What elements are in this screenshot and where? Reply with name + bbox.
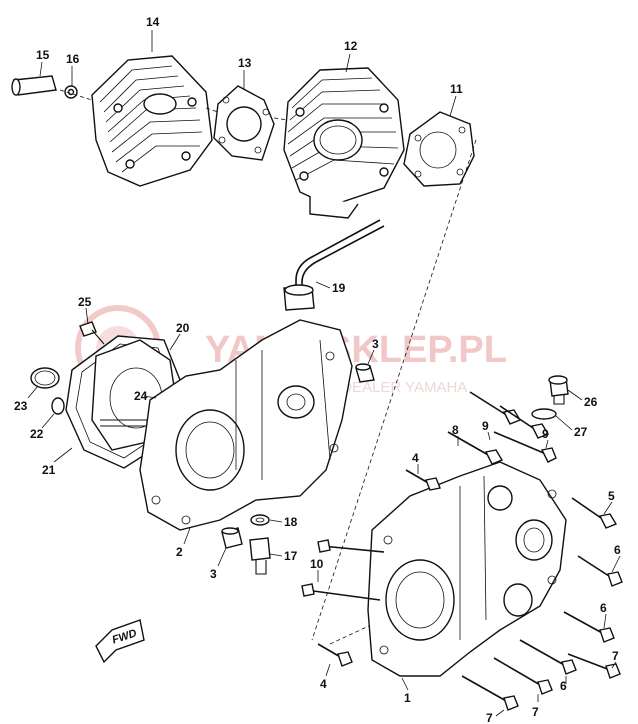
part-6-bolt-b [563, 611, 615, 643]
part-16-washer [64, 85, 78, 99]
callout-3-lower: 3 [210, 567, 217, 581]
part-22-washer [51, 397, 65, 415]
part-12-cylinder [283, 67, 405, 219]
part-26-filler-plug [548, 375, 569, 405]
part-10-stud-a [317, 539, 385, 553]
callout-19: 19 [332, 281, 346, 295]
part-7-bolt-c [461, 675, 519, 711]
callout-15: 15 [36, 48, 50, 62]
callout-21: 21 [42, 463, 56, 477]
part-14-cylinder-head [91, 55, 213, 187]
part-6-bolt-a [577, 555, 623, 587]
part-5-bolt [571, 497, 618, 529]
callout-20: 20 [176, 321, 190, 335]
crankcase-bolts [301, 391, 623, 711]
callout-18: 18 [284, 515, 298, 529]
part-19-breather-pipe [283, 219, 385, 311]
forward-direction-arrow: FWD [95, 619, 145, 664]
part-27-washer [531, 408, 557, 420]
callout-27: 27 [574, 425, 588, 439]
callout-9-a: 9 [482, 419, 489, 433]
callout-11: 11 [450, 82, 463, 96]
part-23-o-ring [30, 367, 60, 389]
callout-6-a: 6 [614, 543, 621, 557]
callout-16: 16 [66, 52, 80, 66]
part-18-washer [250, 514, 270, 526]
callout-23: 23 [14, 399, 28, 413]
callout-4-upper: 4 [412, 451, 419, 465]
part-9-bolt-b [499, 405, 550, 439]
part-10-stud-b [301, 583, 381, 601]
part-1-right-crankcase [367, 461, 567, 677]
callout-10: 10 [310, 557, 324, 571]
part-8-bolt [447, 431, 504, 465]
part-11-base-gasket [403, 111, 475, 187]
callout-leaders [27, 30, 621, 717]
part-3-dowel-collar-upper [355, 363, 375, 383]
callout-1: 1 [404, 691, 411, 705]
callout-9-b: 9 [542, 427, 549, 441]
callout-6-c: 6 [560, 679, 567, 693]
callout-17: 17 [284, 549, 298, 563]
assembly-center-lines [59, 89, 521, 645]
callout-3-upper: 3 [372, 337, 379, 351]
part-9-bolt-a [469, 391, 522, 425]
callout-8: 8 [452, 423, 459, 437]
callout-12: 12 [344, 39, 358, 53]
callout-26: 26 [584, 395, 598, 409]
callout-2: 2 [176, 545, 183, 559]
callout-numbers: 14 15 16 13 12 11 19 25 20 3 23 24 22 21… [14, 15, 621, 724]
part-2-left-crankcase [139, 319, 353, 531]
callout-4-lower: 4 [320, 677, 327, 691]
callout-14: 14 [146, 15, 160, 29]
part-9-bolt-c [493, 431, 557, 463]
part-7-bolt-a [567, 653, 621, 679]
callout-6-b: 6 [600, 601, 607, 615]
callout-7-a: 7 [612, 649, 619, 663]
part-3-dowel-collar-lower [221, 527, 243, 549]
part-4-bolt-upper [405, 469, 441, 491]
part-13-head-gasket [213, 85, 275, 161]
part-17-drain-plug [249, 537, 271, 575]
callout-7-b: 7 [532, 705, 539, 719]
part-4-bolt-lower [317, 643, 353, 667]
part-6-bolt-c [519, 639, 577, 675]
callout-13: 13 [238, 56, 252, 70]
callout-24: 24 [134, 389, 148, 403]
part-15-dowel-pin [11, 75, 57, 96]
callout-7-c: 7 [486, 711, 493, 724]
callout-25: 25 [78, 295, 92, 309]
part-7-bolt-b [493, 657, 553, 695]
callout-5: 5 [608, 489, 615, 503]
callout-22: 22 [30, 427, 44, 441]
